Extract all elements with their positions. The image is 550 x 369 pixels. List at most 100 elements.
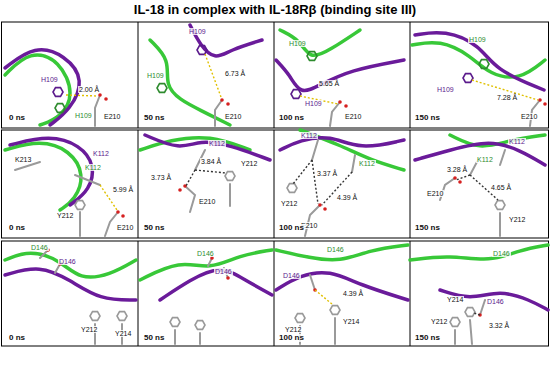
side-chain-ring — [465, 308, 475, 317]
residue-label: H109 — [146, 72, 165, 79]
residue-label: D146 — [30, 244, 49, 251]
side-chain-ring — [307, 52, 317, 61]
residue-label: 3.73 Å — [150, 174, 172, 181]
side-chain-ring — [291, 90, 301, 99]
time-label: 50 ns — [143, 114, 165, 122]
oxygen-atom — [178, 188, 182, 192]
purple-ribbon — [5, 269, 136, 300]
residue-stick — [305, 205, 320, 236]
md-snapshot — [280, 130, 404, 236]
residue-label: Y212 — [508, 216, 526, 223]
residue-label: Y212 — [80, 326, 98, 333]
residue-label: Y212 — [56, 212, 74, 219]
md-snapshot — [415, 135, 545, 236]
panel-divider — [138, 130, 139, 238]
residue-stick — [470, 320, 472, 344]
panel-divider — [274, 241, 275, 346]
residue-stick — [174, 330, 176, 344]
residue-label: 2.00 Å — [78, 86, 100, 93]
green-ribbon — [5, 55, 70, 125]
distance-line — [456, 175, 470, 180]
oxygen-atom — [538, 98, 542, 102]
residue-label: 7.28 Å — [496, 94, 518, 101]
oxygen-atom — [458, 180, 462, 184]
side-chain-ring — [53, 88, 63, 97]
distance-line — [195, 170, 226, 173]
oxygen-atom — [104, 97, 108, 101]
time-label: 100 ns — [278, 334, 305, 342]
residue-label: E210 — [103, 113, 121, 120]
residue-label: E210 — [116, 224, 134, 231]
residue-label: D146 — [58, 258, 77, 265]
residue-label: K213 — [14, 156, 32, 163]
residue-label: D146 — [282, 272, 301, 279]
green-ribbon — [276, 245, 408, 260]
residue-label: K112 — [508, 138, 526, 145]
residue-label: Y212 — [430, 318, 448, 325]
side-chain-ring — [225, 172, 235, 181]
oxygen-atom — [226, 102, 230, 106]
residue-label: D146 — [492, 250, 511, 257]
md-snapshot — [150, 25, 262, 126]
md-snapshot — [5, 138, 125, 236]
row-frame — [2, 130, 549, 238]
time-label: 100 ns — [278, 114, 305, 122]
oxygen-atom — [220, 98, 224, 102]
time-label: 50 ns — [143, 224, 165, 232]
residue-label: Y212 — [280, 200, 298, 207]
residue-stick — [199, 333, 201, 344]
residue-label: D146 — [326, 246, 345, 253]
time-label: 100 ns — [278, 224, 305, 232]
side-chain-ring — [157, 84, 167, 93]
residue-label: H109 — [40, 76, 59, 83]
time-label: 150 ns — [414, 334, 441, 342]
distance-line — [186, 170, 195, 186]
side-chain-ring — [450, 318, 460, 327]
residue-label: K112 — [84, 164, 102, 171]
residue-stick — [310, 275, 315, 290]
side-chain-ring — [197, 46, 207, 55]
green-ribbon — [140, 250, 272, 280]
md-snapshot — [140, 250, 272, 344]
distance-line — [315, 290, 332, 304]
purple-ribbon — [276, 60, 404, 90]
green-ribbon — [5, 143, 81, 210]
time-label: 0 ns — [8, 224, 26, 232]
panel-divider — [410, 22, 411, 128]
md-snapshot — [5, 50, 108, 126]
distance-line — [312, 160, 318, 204]
oxygen-atom — [226, 276, 230, 280]
residue-label: E210 — [520, 113, 538, 120]
md-snapshot — [276, 30, 404, 126]
md-snapshot — [412, 33, 547, 126]
residue-label: K112 — [208, 140, 226, 147]
residue-stick — [499, 213, 501, 236]
side-chain-ring — [195, 321, 205, 330]
residue-label: 4.39 Å — [342, 290, 364, 297]
row-frame — [2, 241, 549, 346]
oxygen-atom — [344, 104, 348, 108]
time-label: 150 ns — [414, 114, 441, 122]
side-chain-ring — [55, 104, 65, 113]
side-chain-ring — [170, 318, 180, 327]
green-ribbon — [150, 40, 230, 125]
green-ribbon — [280, 30, 360, 55]
oxygen-atom — [318, 203, 322, 207]
residue-label: H109 — [468, 36, 487, 43]
residue-stick — [79, 212, 81, 236]
residue-label: 3.37 Å — [316, 170, 338, 177]
residue-label: 4.39 Å — [336, 194, 358, 201]
residue-label: Y212 — [240, 160, 258, 167]
residue-label: D146 — [196, 250, 215, 257]
residue-label: H109 — [188, 28, 207, 35]
residue-label: H109 — [304, 100, 323, 107]
green-ribbon — [5, 253, 136, 277]
purple-ribbon — [415, 33, 544, 90]
side-chain-ring — [117, 312, 127, 321]
oxygen-atom — [338, 100, 342, 104]
purple-ribbon — [415, 143, 545, 165]
side-chain-ring — [295, 314, 305, 323]
residue-label: 3.84 Å — [200, 158, 222, 165]
